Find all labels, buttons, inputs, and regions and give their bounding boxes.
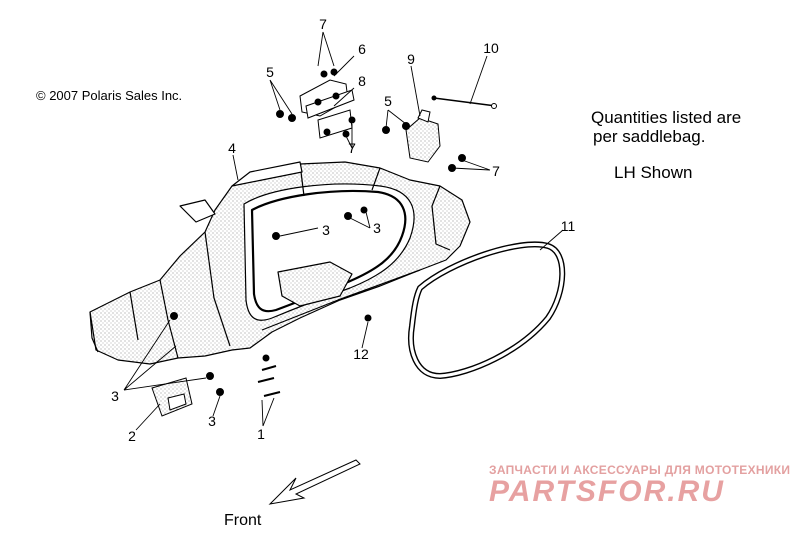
callout-3: 3	[208, 413, 216, 429]
callout-9: 9	[407, 51, 415, 67]
side-shown-note: LH Shown	[614, 163, 693, 182]
callout-3: 3	[373, 220, 381, 236]
callout-3: 3	[111, 388, 119, 404]
callout-5: 5	[266, 64, 274, 80]
mount-bracket	[151, 377, 193, 417]
latch-cable	[431, 95, 497, 109]
copyright-text: © 2007 Polaris Sales Inc.	[36, 88, 183, 103]
callout-8: 8	[358, 73, 366, 89]
callout-12: 12	[353, 346, 369, 362]
callout-7: 7	[348, 140, 356, 156]
watermark-tagline: ЗАПЧАСТИ И АКСЕССУАРЫ ДЛЯ МОТОТЕХНИКИ	[489, 463, 791, 477]
front-direction-arrow	[268, 459, 361, 505]
callout-4: 4	[228, 140, 236, 156]
quantities-note-line2: per saddlebag.	[593, 127, 706, 146]
leader-lines	[123, 31, 564, 431]
callout-6: 6	[358, 41, 366, 57]
callout-11: 11	[560, 218, 576, 234]
callout-10: 10	[483, 40, 499, 56]
callout-2: 2	[128, 428, 136, 444]
front-label: Front	[224, 512, 262, 529]
callout-7: 7	[492, 163, 500, 179]
saddlebag-body	[89, 161, 471, 365]
callout-7: 7	[319, 16, 327, 32]
quantities-note-line1: Quantities listed are	[591, 108, 742, 127]
callout-3: 3	[322, 222, 330, 238]
callout-1: 1	[257, 426, 265, 442]
fasteners	[170, 68, 466, 397]
lid-gasket	[408, 241, 566, 380]
watermark-logo: PARTSFOR.RU	[489, 475, 725, 508]
latch-assembly	[405, 109, 441, 163]
hinge-bracket	[299, 79, 355, 139]
callout-5: 5	[384, 93, 392, 109]
